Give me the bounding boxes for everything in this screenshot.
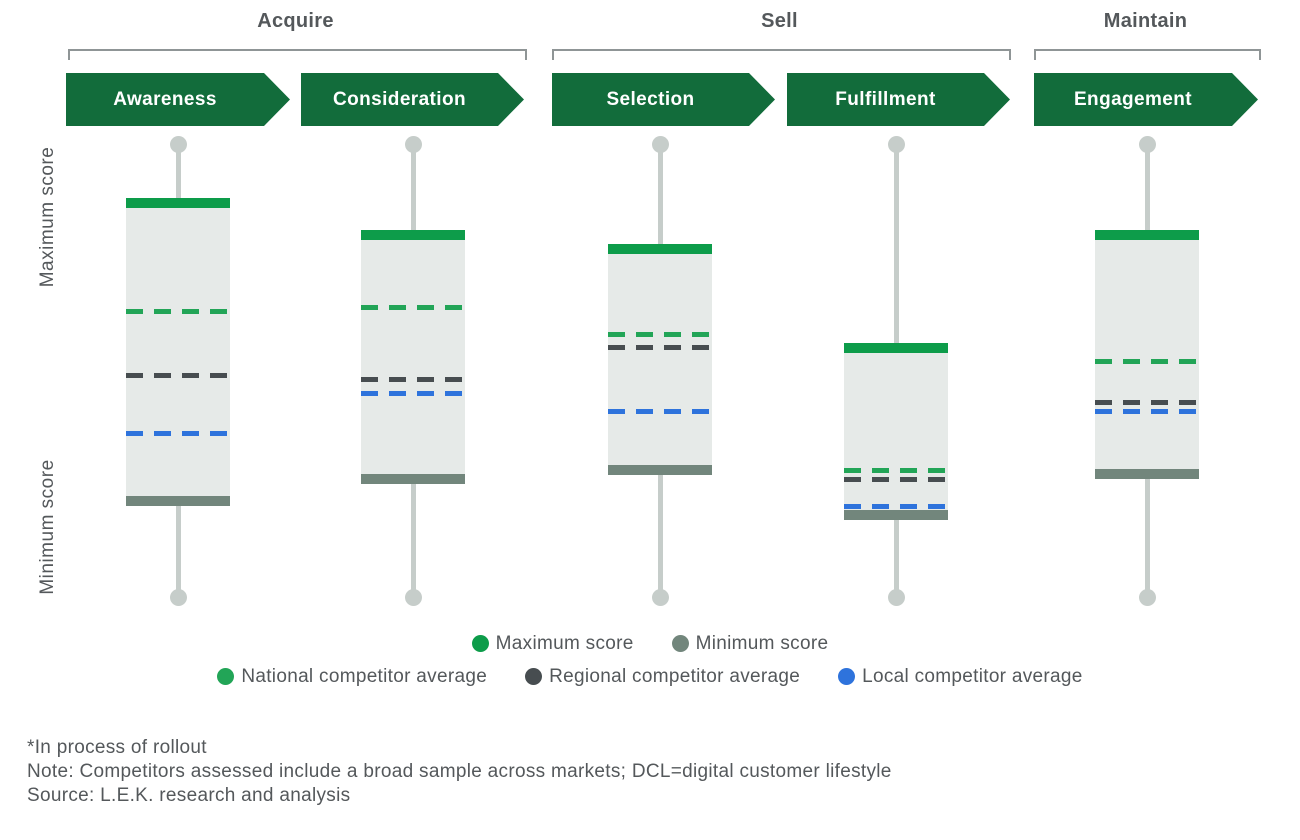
- local-average-line-engagement: [1095, 408, 1199, 414]
- legend-label: Local competitor average: [862, 665, 1083, 687]
- local-average-dot-icon: [838, 668, 856, 685]
- group-title-sell: Sell: [761, 10, 798, 32]
- national-average-line-awareness: [126, 309, 230, 315]
- legend-item-local-average: Local competitor average: [838, 666, 1083, 688]
- group-bracket-sell: [552, 49, 1011, 60]
- legend: Maximum score Minimum score National com…: [0, 627, 1300, 693]
- whisker-bottom-dot-awareness: [169, 588, 187, 606]
- whisker-top-dot-fulfillment: [887, 135, 905, 153]
- footnote-source: Source: L.E.K. research and analysis: [27, 785, 351, 806]
- stage-arrow-selection: Selection: [552, 73, 775, 126]
- national-average-line-engagement: [1095, 358, 1199, 364]
- legend-row-1: Maximum score Minimum score: [0, 627, 1300, 660]
- stage-arrow-consideration: Consideration: [301, 73, 524, 126]
- footnote-rollout: *In process of rollout: [27, 737, 207, 758]
- national-average-line-selection: [608, 331, 712, 337]
- footnotes: *In process of rollout Note: Competitors…: [27, 736, 892, 808]
- regional-average-line-consideration: [361, 377, 465, 383]
- group-bracket-acquire: [68, 49, 527, 60]
- legend-label: Maximum score: [495, 632, 634, 654]
- stage-arrow-fulfillment: Fulfillment: [787, 73, 1010, 126]
- minimum-score-bar-engagement: [1095, 469, 1199, 480]
- score-range-box-selection: [608, 243, 712, 475]
- local-average-line-fulfillment: [844, 503, 948, 509]
- minimum-score-bar-consideration: [361, 473, 465, 484]
- legend-item-maximum-score: Maximum score: [471, 632, 634, 655]
- national-average-line-fulfillment: [844, 467, 948, 473]
- legend-item-national-average: National competitor average: [217, 666, 487, 688]
- minimum-score-dot-icon: [671, 635, 689, 652]
- score-range-box-awareness: [126, 198, 230, 507]
- minimum-score-bar-fulfillment: [844, 509, 948, 520]
- group-bracket-maintain: [1034, 49, 1261, 60]
- legend-item-regional-average: Regional competitor average: [525, 666, 800, 688]
- legend-label: Regional competitor average: [549, 665, 801, 687]
- national-average-line-consideration: [361, 304, 465, 310]
- regional-average-line-awareness: [126, 372, 230, 378]
- stage-arrow-awareness: Awareness: [66, 73, 290, 126]
- footnote-note: Note: Competitors assessed include a bro…: [27, 761, 892, 782]
- whisker-top-dot-engagement: [1138, 135, 1156, 153]
- local-average-line-consideration: [361, 390, 465, 396]
- local-average-line-selection: [608, 408, 712, 414]
- local-average-line-awareness: [126, 431, 230, 437]
- minimum-score-bar-selection: [608, 464, 712, 475]
- maximum-score-bar-fulfillment: [844, 343, 948, 354]
- maximum-score-dot-icon: [471, 635, 489, 652]
- whisker-bottom-dot-fulfillment: [887, 588, 905, 606]
- whisker-bottom-dot-consideration: [404, 588, 422, 606]
- maximum-score-bar-awareness: [126, 198, 230, 209]
- score-range-box-consideration: [361, 230, 465, 484]
- whisker-top-dot-awareness: [169, 135, 187, 153]
- minimum-score-bar-awareness: [126, 496, 230, 507]
- stage-arrow-engagement: Engagement: [1034, 73, 1258, 126]
- legend-row-2: National competitor average Regional com…: [0, 660, 1300, 693]
- maximum-score-bar-engagement: [1095, 230, 1199, 241]
- whisker-top-dot-selection: [651, 135, 669, 153]
- whisker-top-dot-consideration: [404, 135, 422, 153]
- whisker-bottom-dot-engagement: [1138, 588, 1156, 606]
- group-title-maintain: Maintain: [1103, 10, 1188, 32]
- maximum-score-bar-consideration: [361, 230, 465, 241]
- legend-item-minimum-score: Minimum score: [671, 632, 829, 655]
- regional-average-line-selection: [608, 345, 712, 351]
- regional-average-dot-icon: [525, 668, 543, 685]
- whisker-bottom-dot-selection: [651, 588, 669, 606]
- national-average-dot-icon: [217, 668, 235, 685]
- maximum-score-bar-selection: [608, 243, 712, 254]
- score-range-box-fulfillment: [844, 343, 948, 520]
- legend-label: National competitor average: [241, 665, 488, 687]
- regional-average-line-engagement: [1095, 399, 1199, 405]
- regional-average-line-fulfillment: [844, 476, 948, 482]
- score-range-box-engagement: [1095, 230, 1199, 480]
- legend-label: Minimum score: [695, 632, 829, 654]
- group-title-acquire: Acquire: [257, 10, 334, 32]
